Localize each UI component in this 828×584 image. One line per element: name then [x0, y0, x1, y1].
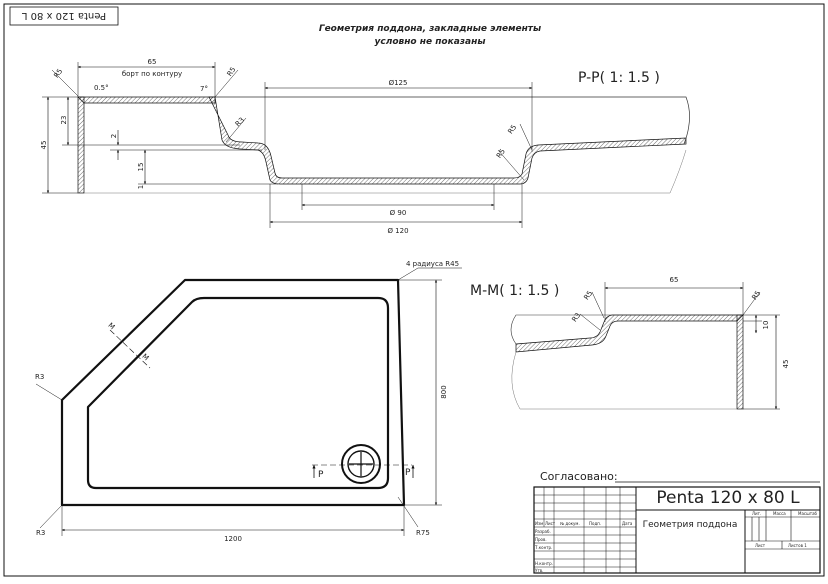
section-mm: M-M( 1: 1.5 ) 65 R5 R5 R3 10 45 [470, 276, 790, 410]
pp-rim-label: борт по контуру [122, 70, 182, 78]
plan-height: 800 [440, 385, 448, 398]
plan-radius-note: 4 радиуса R45 [406, 260, 459, 268]
mm-floor [515, 314, 744, 353]
mark-p2: P [405, 468, 411, 478]
mm-right-wall [736, 314, 744, 410]
lit-label: Лит. [752, 511, 761, 516]
pp-angle7: 7° [200, 85, 208, 93]
pp-diam-125: Ø125 [389, 79, 408, 87]
pp-dim-23: 23 [60, 116, 68, 125]
plan-width: 1200 [224, 535, 242, 543]
plan-outer-contour [60, 278, 406, 507]
pp-angle: 0.5° [94, 84, 109, 92]
mm-r3: R3 [570, 311, 582, 323]
row-tkontr: Т.контр. [534, 545, 552, 550]
section-pp: P-P( 1: 1.5 ) 65 борт по контуру R5 0.5°… [40, 58, 690, 235]
row-prov: Пров. [535, 537, 547, 542]
mm-r5-a: R5 [582, 289, 594, 301]
pp-bottom-line [84, 149, 687, 194]
plan-r3-bottom: R3 [36, 529, 45, 537]
mm-dim-65: 65 [670, 276, 679, 284]
pp-slope [208, 96, 687, 185]
col-sign: Подп. [589, 521, 601, 526]
approval-label: Согласовано: [540, 470, 618, 483]
scale-label: Масштаб [798, 511, 818, 516]
mark-m2: M [140, 352, 150, 362]
mm-dim-10: 10 [762, 321, 770, 330]
section-pp-title: P-P( 1: 1.5 ) [578, 70, 660, 86]
mm-r5-b: R5 [750, 289, 762, 301]
sheet-label: Лист [755, 543, 766, 548]
section-mm-title: M-M( 1: 1.5 ) [470, 283, 559, 299]
left-grid [534, 487, 636, 573]
pp-r3: R3 [234, 116, 246, 128]
plan-r3-top: R3 [35, 373, 44, 381]
mm-dim-45: 45 [782, 360, 790, 369]
row-razrab: Разраб. [535, 529, 551, 534]
drain-outer [341, 444, 381, 484]
pp-r5-mid: R5 [506, 123, 518, 135]
plan-inner-contour [86, 296, 390, 490]
pp-rim [77, 96, 216, 104]
title-block: Согласовано: Penta 120 x 80 L Геометрия … [533, 470, 821, 574]
mark-p1: P [318, 470, 324, 480]
drawing-name: Геометрия поддона [643, 520, 738, 530]
plan-r75: R75 [416, 529, 430, 537]
drain-inner [347, 450, 375, 478]
pp-r5-left: R5 [52, 67, 64, 79]
pp-dim-1: 1 [137, 185, 145, 189]
mm-bottom-line [511, 351, 737, 410]
mass-label: Масса [773, 511, 786, 516]
mm-outline [510, 314, 737, 345]
pp-diam-120: Ø 120 [387, 227, 408, 235]
pp-dim-15: 15 [137, 163, 145, 172]
note-line-2: условно не показаны [375, 37, 486, 47]
col-date: Дата [622, 521, 633, 526]
col-izm: Изм [535, 521, 543, 526]
pp-dim-65: 65 [148, 58, 157, 66]
col-list: Лист [545, 521, 556, 526]
pp-dim-2: 2 [110, 134, 118, 138]
plan-view: M M P P 4 радиуса R45 R3 R3 R75 1200 800 [35, 260, 462, 543]
pp-diam-90: Ø 90 [390, 209, 407, 217]
section-line-m [109, 329, 151, 369]
pp-upper-line [215, 96, 690, 145]
sheets-label: Листов 1 [788, 543, 807, 548]
pp-r5-right: R5 [226, 66, 238, 78]
corner-stamp-text: Penta 120 x 80 L [21, 10, 106, 21]
col-doc: № докум. [560, 521, 580, 526]
row-utv: Утв. [535, 568, 543, 573]
sheet-frame [3, 3, 825, 577]
note-line-1: Геометрия поддона, закладные элементы [319, 24, 541, 34]
row-nkontr: Н.контр. [535, 561, 553, 566]
mark-m1: M [106, 321, 116, 331]
corner-stamp: Penta 120 x 80 L [9, 6, 119, 26]
pp-dim-45: 45 [40, 141, 48, 150]
product-name: Penta 120 x 80 L [656, 488, 800, 508]
